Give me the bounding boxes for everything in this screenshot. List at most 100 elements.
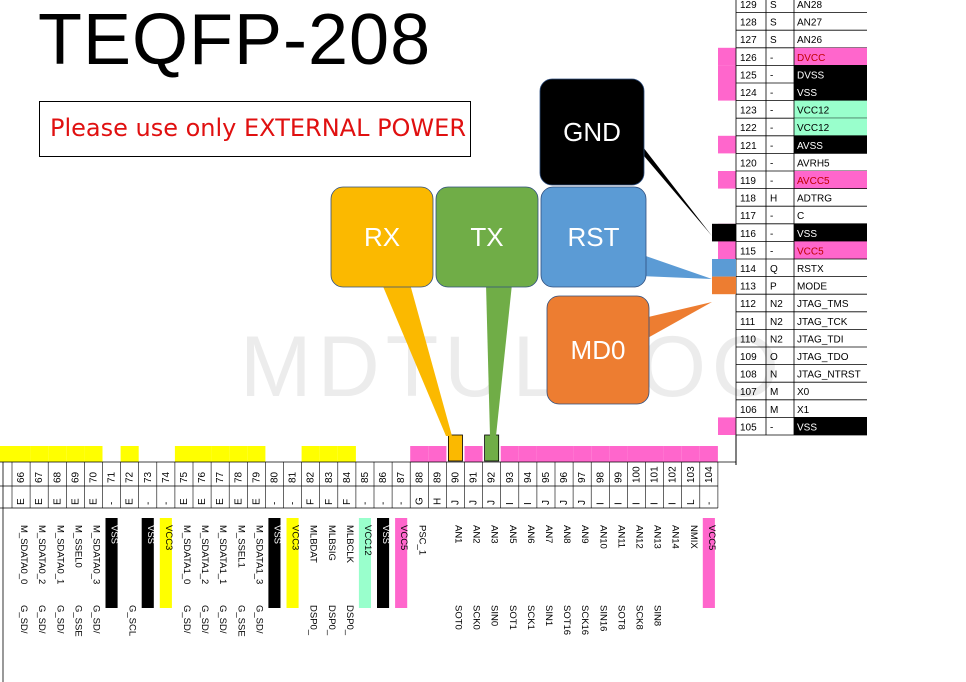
rst-callout-box xyxy=(540,186,647,288)
right-pin-row: 123-VCC12 xyxy=(736,100,867,119)
bottom-pin-type: E xyxy=(197,498,208,505)
gnd-callout-label: GND xyxy=(563,117,621,147)
bottom-pin-number: 101 xyxy=(650,466,661,483)
right-pin-name: VSS xyxy=(797,422,817,433)
bottom-pin-number: 91 xyxy=(469,471,480,483)
bottom-pin-name: AN7 xyxy=(543,525,554,543)
right-pin-type: S xyxy=(770,0,777,11)
bottom-pin-number: 67 xyxy=(34,471,45,483)
bottom-pin-type: - xyxy=(143,502,154,505)
pin-top-strip xyxy=(573,446,592,462)
right-pin-type: - xyxy=(770,106,773,117)
bottom-pin-number: 87 xyxy=(396,471,407,483)
bottom-pin-name: AN5 xyxy=(507,525,518,543)
pin-top-strip xyxy=(500,446,519,462)
bottom-pin-column: 89H xyxy=(427,462,443,508)
right-pin-number: 109 xyxy=(740,352,757,363)
bottom-pin-type: I xyxy=(668,502,679,505)
bottom-pin-name: NMIX xyxy=(688,525,699,549)
pin-outer-mark xyxy=(718,241,736,259)
bottom-pin-name: MLBCLK xyxy=(344,525,355,564)
bottom-pin-name: M_SSEL1 xyxy=(235,525,246,568)
pin-name-fill xyxy=(794,241,867,259)
pin-top-strip xyxy=(319,446,338,462)
pin-top-strip xyxy=(337,446,356,462)
pin-top-strip xyxy=(555,446,574,462)
bottom-pin-name: AN9 xyxy=(579,525,590,543)
right-pin-type: O xyxy=(770,352,778,363)
bottom-pin-number: 86 xyxy=(378,471,389,483)
bottom-pin-alt-function: G_SD/ xyxy=(199,605,210,634)
bottom-pin-type: F xyxy=(324,499,335,505)
bottom-pin-type: I xyxy=(523,502,534,505)
bottom-pin-column: 104-VCC5 xyxy=(699,462,717,608)
bottom-pin-number: 66 xyxy=(16,471,27,483)
bottom-pin-type: F xyxy=(342,499,353,505)
bottom-pin-alt-function: SIN0 xyxy=(489,605,500,626)
pin-top-strip xyxy=(428,446,447,462)
bottom-pin-alt-function: G_SD/ xyxy=(18,605,29,634)
pin-top-strip xyxy=(211,446,230,462)
bottom-pin-name: VCC3 xyxy=(163,525,174,550)
right-pin-type: - xyxy=(770,158,773,169)
bottom-pin-name: VCC5 xyxy=(706,525,717,550)
bottom-pin-alt-function: SCK1 xyxy=(525,605,536,630)
pin-top-strip xyxy=(663,446,682,462)
right-pin-name: DVSS xyxy=(797,70,825,81)
bottom-pin-alt-function: SCK8 xyxy=(633,605,644,630)
bottom-pin-type: I xyxy=(595,502,606,505)
bottom-pin-type: - xyxy=(107,502,118,505)
bottom-pin-number: 70 xyxy=(88,471,99,483)
bottom-pin-name: M_SDATA1_1 xyxy=(217,525,228,584)
right-pin-name: JTAG_NTRST xyxy=(797,370,861,381)
pin-name-fill xyxy=(395,518,408,608)
right-pin-number: 116 xyxy=(740,229,756,240)
right-pin-number: 118 xyxy=(740,194,756,205)
bottom-pin-type: - xyxy=(161,502,172,505)
bottom-pin-number: 103 xyxy=(686,466,697,483)
right-pin-name: VCC12 xyxy=(797,123,830,134)
bottom-pin-name: M_SDATA1_3 xyxy=(253,525,264,584)
right-pin-name: MODE xyxy=(797,282,827,293)
pin-name-fill xyxy=(794,118,867,136)
right-pin-name: ADTRG xyxy=(797,194,832,205)
bottom-pin-number: 83 xyxy=(324,471,335,483)
bottom-pin-name: AN13 xyxy=(652,525,663,549)
bottom-pin-number: 82 xyxy=(306,471,317,483)
bottom-pin-type: E xyxy=(52,498,63,505)
bottom-pin-name: M_SDATA0_1 xyxy=(54,525,65,584)
pin-name-fill xyxy=(794,223,867,242)
right-pin-type: M xyxy=(770,405,778,416)
pin-name-fill xyxy=(794,135,867,154)
bottom-pin-type: E xyxy=(215,498,226,505)
rx-callout-box xyxy=(330,186,434,288)
bottom-pin-name: AN3 xyxy=(489,525,500,543)
bottom-pin-type: E xyxy=(179,498,190,505)
right-pin-number: 122 xyxy=(740,123,757,134)
bottom-pin-type: E xyxy=(233,498,244,505)
bottom-pin-type: - xyxy=(396,502,407,505)
bottom-pin-number: 102 xyxy=(668,466,679,483)
pin116-mark xyxy=(712,223,736,242)
bottom-pin-name: M_SDATA0_2 xyxy=(36,525,47,584)
bottom-pin-type: E xyxy=(34,498,45,505)
md0-callout-pointer xyxy=(644,302,712,340)
bottom-pin-type: - xyxy=(269,502,280,505)
bottom-pin-alt-function: SOT1 xyxy=(507,605,518,630)
bottom-pin-name: PSC_1 xyxy=(416,525,427,555)
pin-top-strip xyxy=(627,446,646,462)
